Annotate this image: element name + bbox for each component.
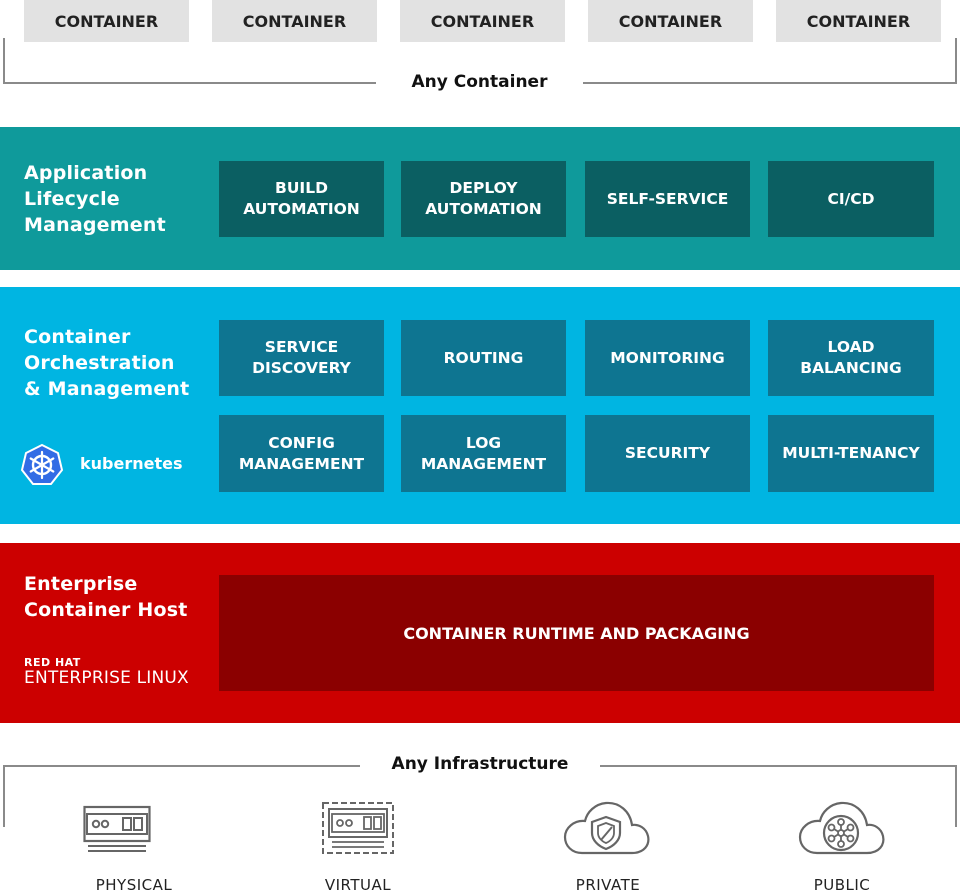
virtual-server-icon [322, 802, 394, 854]
any-container-label: Any Container [411, 72, 548, 92]
kubernetes-wordmark: kubernetes [80, 454, 183, 473]
container-box: CONTAINER [776, 0, 941, 42]
cell-multi-tenancy: MULTI-TENANCY [768, 415, 934, 492]
bracket-top-left [3, 765, 360, 767]
host-title: Enterprise Container Host [24, 573, 188, 621]
infra-label-public: PUBLIC [813, 876, 871, 894]
public-cloud-icon [798, 801, 885, 855]
infra-label-virtual: VIRTUAL [324, 876, 392, 894]
container-box: CONTAINER [212, 0, 377, 42]
cell-ci-cd: CI/CD [768, 161, 934, 237]
cell-security: SECURITY [585, 415, 750, 492]
cell-routing: ROUTING [401, 320, 566, 396]
kubernetes-logo: kubernetes [20, 443, 200, 487]
container-box: CONTAINER [24, 0, 189, 42]
infra-label-physical: PHYSICAL [95, 876, 173, 894]
bracket-bottom-right [583, 82, 957, 84]
orchestration-band: Container Orchestration & Management kub… [0, 287, 960, 524]
container-runtime-packaging: CONTAINER RUNTIME AND PACKAGING [219, 575, 934, 691]
container-label: CONTAINER [242, 11, 347, 31]
infra-label-private: PRIVATE [575, 876, 641, 894]
bracket-top-right [600, 765, 957, 767]
container-label: CONTAINER [618, 11, 723, 31]
cell-self-service: SELF-SERVICE [585, 161, 750, 237]
host-band: Enterprise Container Host RED HAT ENTERP… [0, 543, 960, 723]
private-cloud-icon [563, 801, 650, 855]
container-box: CONTAINER [588, 0, 753, 42]
container-box: CONTAINER [400, 0, 565, 42]
bracket-left [3, 38, 5, 84]
any-infrastructure-label: Any Infrastructure [391, 754, 569, 774]
bracket-right [955, 38, 957, 84]
orchestration-title: Container Orchestration & Management [24, 326, 190, 400]
container-label: CONTAINER [54, 11, 159, 31]
bracket-left [3, 765, 5, 827]
alm-title: Application Lifecycle Management [24, 162, 166, 236]
rhel-logo: RED HAT ENTERPRISE LINUX [24, 656, 189, 688]
container-label: CONTAINER [806, 11, 911, 31]
bracket-right [955, 765, 957, 827]
container-label: CONTAINER [430, 11, 535, 31]
cell-monitoring: MONITORING [585, 320, 750, 396]
server-icon [83, 805, 151, 852]
kubernetes-helm-icon [20, 443, 64, 485]
bracket-bottom-left [3, 82, 376, 84]
